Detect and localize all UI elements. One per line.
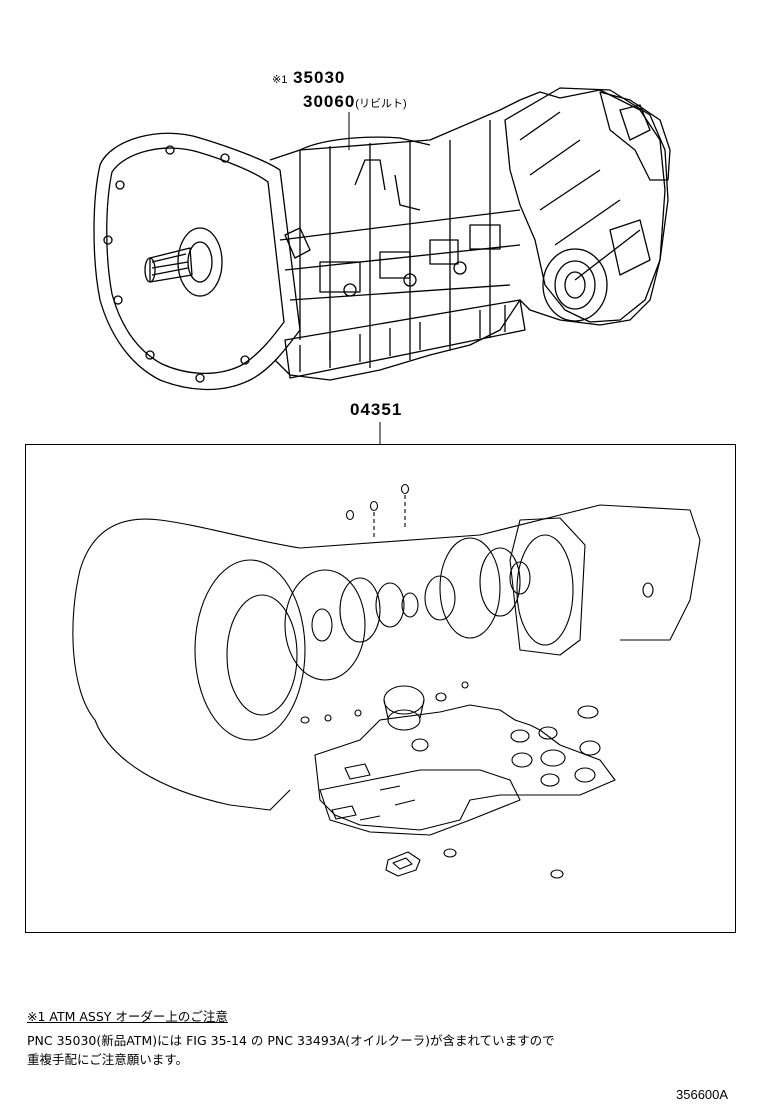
part-callout-primary: ※1 35030	[272, 68, 345, 88]
note-line-1: PNC 35030(新品ATM)には FIG 35-14 の PNC 33493…	[27, 1033, 555, 1048]
part-number-04351: 04351	[350, 400, 403, 419]
note-line-2: 重複手配にご注意願います。	[27, 1052, 189, 1067]
diagram-code: 356600A	[676, 1087, 729, 1102]
gasket-kit-frame	[25, 444, 736, 933]
part-number-30060: 30060	[303, 92, 356, 111]
note-title: ※1 ATM ASSY オーダー上のご注意	[27, 1009, 228, 1024]
part-number-35030: 35030	[293, 68, 346, 87]
asterisk-marker: ※1	[272, 74, 288, 86]
rebuilt-label: (リビルト)	[355, 98, 407, 110]
part-callout-rebuilt: 30060(リビルト)	[303, 92, 407, 112]
